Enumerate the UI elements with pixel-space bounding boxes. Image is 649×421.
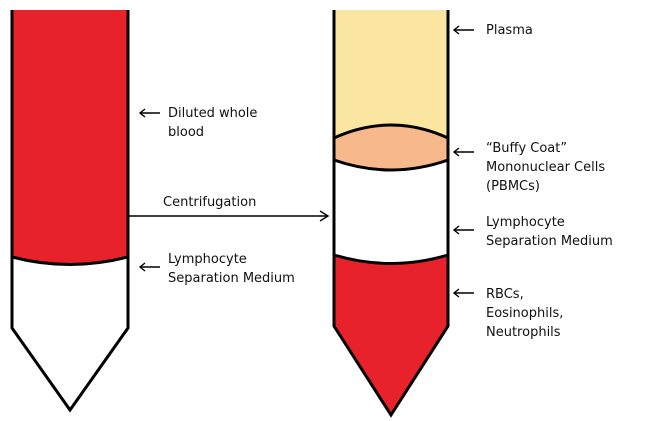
arrow-left-medium — [140, 263, 160, 271]
label-left-medium-line1: Lymphocyte — [168, 252, 247, 267]
arrow-whole-blood — [140, 109, 160, 117]
label-left-medium-line2: Separation Medium — [168, 271, 295, 286]
right-tube-medium-layer — [334, 160, 448, 264]
left-tube-medium-layer — [12, 257, 128, 410]
label-rbcs-line3: Neutrophils — [486, 325, 561, 340]
label-buffy-coat-line1: “Buffy Coat” — [486, 141, 567, 156]
right-tube-rbc-layer — [334, 255, 448, 415]
label-right-medium-line1: Lymphocyte — [486, 215, 565, 230]
arrow-buffy-coat — [454, 148, 474, 156]
label-buffy-coat-line3: (PBMCs) — [486, 179, 540, 194]
right-tube-labels: Plasma “Buffy Coat” Mononuclear Cells (P… — [486, 23, 613, 340]
label-plasma: Plasma — [486, 23, 533, 38]
label-whole-blood-line2: blood — [168, 125, 204, 140]
arrow-plasma — [454, 26, 474, 34]
label-right-medium-line2: Separation Medium — [486, 234, 613, 249]
right-tube — [334, 10, 448, 415]
centrifugation-arrow — [128, 211, 328, 221]
right-tube-plasma-layer — [334, 10, 448, 138]
label-rbcs-line1: RBCs, — [486, 287, 524, 302]
left-tube-whole-blood-layer — [12, 10, 128, 265]
label-rbcs-line2: Eosinophils, — [486, 306, 563, 321]
label-buffy-coat-line2: Mononuclear Cells — [486, 160, 605, 175]
arrow-right-medium — [454, 226, 474, 234]
left-tube — [12, 10, 128, 410]
arrow-rbcs — [454, 289, 474, 297]
label-centrifugation: Centrifugation — [163, 195, 256, 210]
label-whole-blood-line1: Diluted whole — [168, 106, 257, 121]
